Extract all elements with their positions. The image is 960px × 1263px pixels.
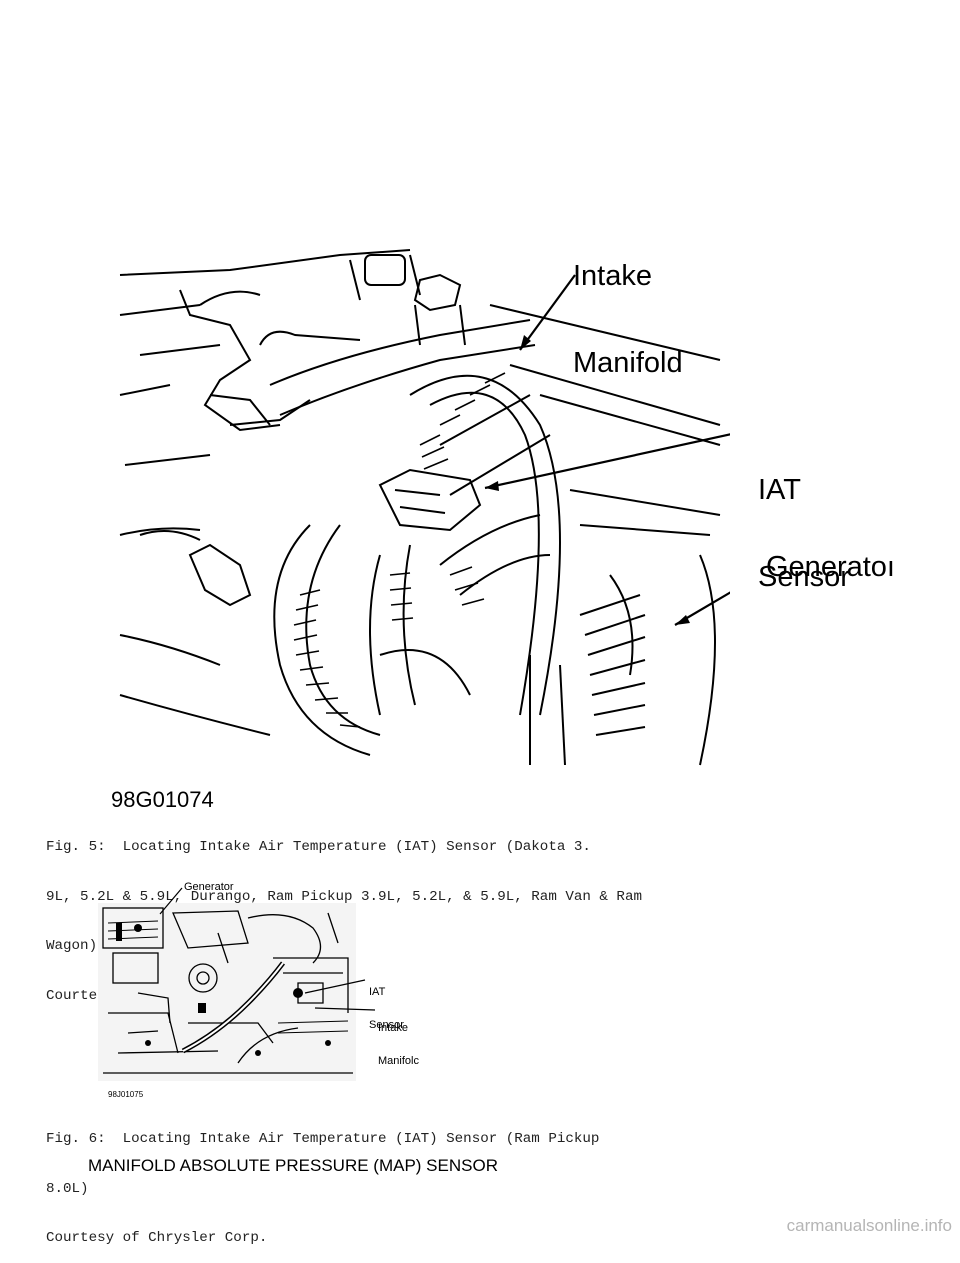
generator-leader xyxy=(674,591,730,626)
caption-line: Fig. 5: Locating Intake Air Temperature … xyxy=(46,839,591,855)
figure-5-illustration xyxy=(119,249,730,766)
fig6-iat-sensor-line1: IAT xyxy=(369,986,386,998)
caption-line: Courtesy of Chrysler Corp. xyxy=(46,1230,268,1246)
fig5-intake-manifold-label: Intake Manifold xyxy=(573,204,683,407)
fig6-intake-manifold-leader xyxy=(314,1007,376,1011)
iat-sensor-leader xyxy=(484,433,730,490)
fig6-generator-leader xyxy=(159,887,183,915)
fig5-iat-sensor-label: IAT Sensor xyxy=(758,418,850,621)
figure-6-illustration xyxy=(98,903,356,1081)
fig6-iat-sensor-label: IAT Sensor xyxy=(369,965,404,1042)
fig6-iat-sensor-line2: Sensor xyxy=(369,1019,404,1031)
fig6-generator-label: Generator xyxy=(184,881,234,893)
fig5-iat-sensor-line2: Sensor xyxy=(758,561,850,593)
intake-manifold-leader xyxy=(519,274,576,351)
fig6-intake-manifold-line2: Manifolc xyxy=(378,1055,419,1067)
caption-line: Fig. 6: Locating Intake Air Temperature … xyxy=(46,1131,600,1147)
fig5-figure-code: 98G01074 xyxy=(111,787,214,812)
watermark: carmanualsonline.info xyxy=(786,1216,952,1235)
fig6-iat-sensor-leader xyxy=(304,979,366,994)
figure-6-leaders xyxy=(159,887,376,1011)
section-heading: MANIFOLD ABSOLUTE PRESSURE (MAP) SENSOR xyxy=(88,1156,498,1175)
caption-line: Wagon) xyxy=(46,938,98,954)
fig6-figure-code: 98J01075 xyxy=(108,1090,144,1099)
fig5-iat-sensor-line1: IAT xyxy=(758,474,801,506)
fig5-intake-manifold-line2: Manifold xyxy=(573,347,683,379)
fig6-caption: Fig. 6: Locating Intake Air Temperature … xyxy=(46,1098,599,1263)
fig5-generator-label: Generatoı xyxy=(766,551,895,583)
caption-line: 9L, 5.2L & 5.9L, Durango, Ram Pickup 3.9… xyxy=(46,888,642,905)
fig5-intake-manifold-line1: Intake xyxy=(573,260,652,292)
fig6-intake-manifold-label: Intake Manifolc xyxy=(378,1001,419,1078)
caption-line: 8.0L) xyxy=(46,1180,89,1197)
fig6-intake-manifold-line1: Intake xyxy=(378,1022,408,1034)
